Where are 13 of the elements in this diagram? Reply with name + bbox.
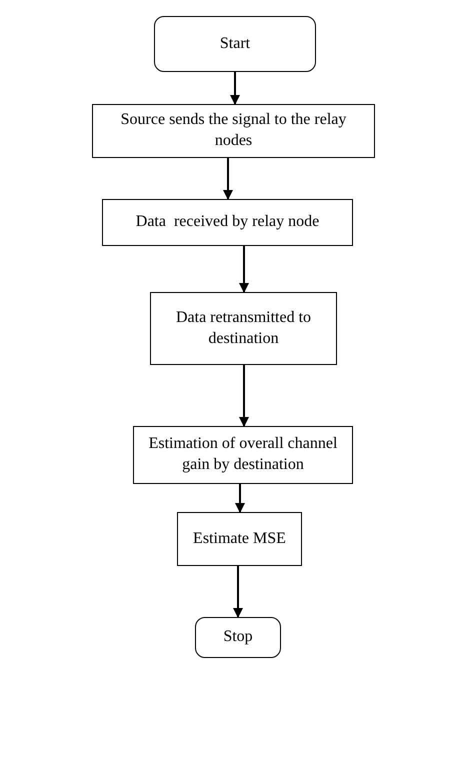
arrow [239,365,249,427]
arrow [223,158,233,200]
arrow [230,72,240,105]
arrow [233,566,243,618]
terminal-box: Stop [195,617,281,658]
process-box: Source sends the signal to the relay nodes [92,104,375,158]
process-box: Data received by relay node [102,199,353,246]
arrow [235,484,245,513]
process-box: Estimation of overall channel gain by destination [133,426,353,484]
process-box: Estimate MSE [177,512,302,566]
arrow [239,246,249,293]
process-box: Data retransmitted to destination [150,292,337,365]
terminal-box: Start [154,16,316,72]
